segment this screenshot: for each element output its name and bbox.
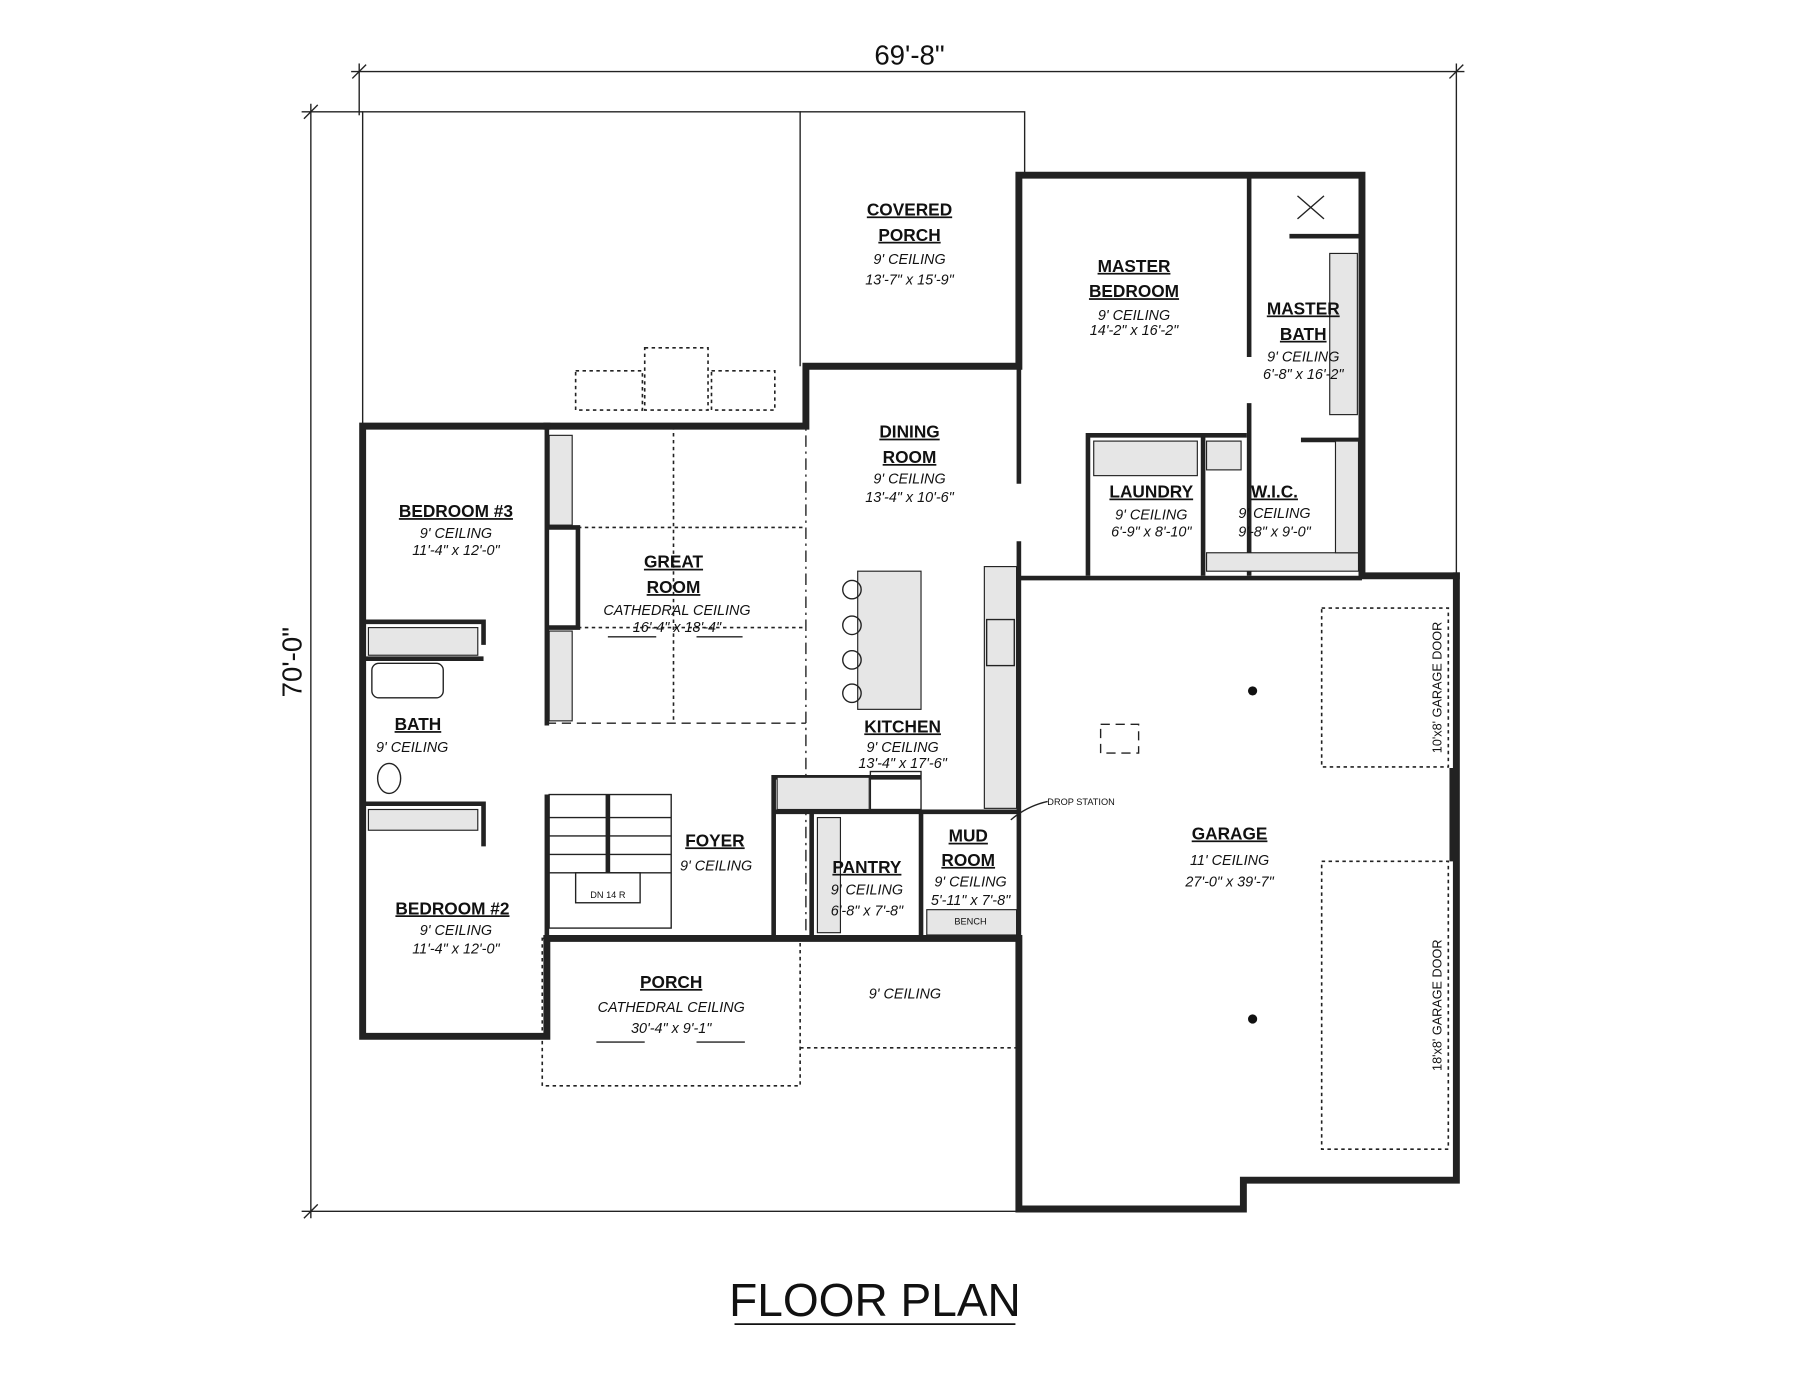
svg-text:BATH: BATH	[395, 714, 442, 734]
overall-width-dimension: 69'-8"	[874, 40, 944, 71]
svg-text:W.I.C.: W.I.C.	[1251, 482, 1298, 502]
svg-text:LAUNDRY: LAUNDRY	[1109, 482, 1193, 502]
svg-text:9' CEILING: 9' CEILING	[420, 526, 492, 542]
svg-text:CATHEDRAL CEILING: CATHEDRAL CEILING	[598, 1000, 745, 1016]
overall-depth-dimension: 70'-0"	[277, 627, 308, 697]
dimension-lines	[301, 63, 1465, 1219]
svg-text:GREAT: GREAT	[644, 552, 704, 572]
room-bath: BATH 9' CEILING	[376, 714, 448, 756]
svg-text:13'-4" x 17'-6": 13'-4" x 17'-6"	[858, 756, 947, 772]
svg-text:MASTER: MASTER	[1098, 256, 1171, 276]
svg-text:ROOM: ROOM	[941, 850, 995, 870]
svg-text:5'-11" x 7'-8": 5'-11" x 7'-8"	[931, 893, 1011, 909]
interior-walls	[362, 175, 1362, 939]
room-walk-in-closet: W.I.C. 9' CEILING 9'-8" x 9'-0"	[1238, 482, 1311, 541]
plan-title: FLOOR PLAN	[729, 1274, 1021, 1326]
outdoor-outlines	[361, 111, 1026, 1087]
svg-text:11'-4" x 12'-0": 11'-4" x 12'-0"	[412, 543, 500, 559]
svg-text:9' CEILING: 9' CEILING	[680, 859, 752, 875]
svg-text:6'-9" x 8'-10": 6'-9" x 8'-10"	[1111, 525, 1192, 541]
room-master-bath: MASTER BATH 9' CEILING 6'-8" x 16'-2"	[1263, 298, 1344, 382]
svg-text:13'-4" x 10'-6": 13'-4" x 10'-6"	[865, 490, 954, 506]
room-great-room: GREAT ROOM CATHEDRAL CEILING 16'-4" x 18…	[603, 552, 750, 636]
room-bedroom-2: BEDROOM #2 9' CEILING 11'-4" x 12'-0"	[395, 898, 509, 957]
svg-text:30'-4" x 9'-1": 30'-4" x 9'-1"	[631, 1021, 712, 1037]
svg-text:6'-8" x 16'-2": 6'-8" x 16'-2"	[1263, 367, 1344, 383]
bench-label: BENCH	[954, 917, 986, 927]
svg-text:14'-2" x 16'-2": 14'-2" x 16'-2"	[1090, 323, 1179, 339]
svg-text:BATH: BATH	[1280, 324, 1327, 344]
svg-text:9' CEILING: 9' CEILING	[420, 923, 492, 939]
front-area-ceiling: 9' CEILING	[869, 986, 941, 1002]
svg-text:9' CEILING: 9' CEILING	[866, 740, 938, 756]
room-master-bedroom: MASTER BEDROOM 9' CEILING 14'-2" x 16'-2…	[1089, 256, 1179, 339]
svg-text:13'-7" x 15'-9": 13'-7" x 15'-9"	[865, 273, 954, 289]
garage-door-large-label: 18'x8' GARAGE DOOR	[1430, 940, 1444, 1071]
ceiling-beams	[546, 426, 806, 724]
svg-text:9' CEILING: 9' CEILING	[831, 883, 903, 899]
svg-text:CATHEDRAL CEILING: CATHEDRAL CEILING	[603, 603, 750, 619]
svg-text:16'-4" x 18'-4": 16'-4" x 18'-4"	[633, 620, 722, 636]
drop-station-callout: DROP STATION	[1010, 797, 1115, 821]
room-mud-room: MUD ROOM 9' CEILING 5'-11" x 7'-8"	[931, 826, 1011, 909]
svg-text:9' CEILING: 9' CEILING	[934, 875, 1006, 891]
svg-text:ROOM: ROOM	[647, 577, 701, 597]
svg-text:ROOM: ROOM	[883, 447, 937, 467]
svg-text:PORCH: PORCH	[640, 972, 702, 992]
svg-text:9' CEILING: 9' CEILING	[1115, 507, 1187, 523]
svg-text:9' CEILING: 9' CEILING	[1098, 308, 1170, 324]
room-bedroom-3: BEDROOM #3 9' CEILING 11'-4" x 12'-0"	[399, 501, 513, 559]
svg-text:27'-0" x 39'-7": 27'-0" x 39'-7"	[1184, 875, 1274, 891]
svg-text:KITCHEN: KITCHEN	[864, 716, 941, 736]
stairs	[548, 793, 672, 929]
fixtures	[367, 195, 1450, 1150]
stairs-label: DN 14 R	[590, 890, 626, 900]
svg-text:BEDROOM: BEDROOM	[1089, 281, 1179, 301]
svg-text:FOYER: FOYER	[685, 830, 745, 850]
room-covered-porch: COVERED PORCH 9' CEILING 13'-7" x 15'-9"	[865, 199, 954, 288]
svg-text:COVERED: COVERED	[867, 199, 952, 219]
svg-text:DROP STATION: DROP STATION	[1047, 797, 1115, 807]
room-laundry: LAUNDRY 9' CEILING 6'-9" x 8'-10"	[1109, 482, 1193, 541]
svg-text:9' CEILING: 9' CEILING	[1238, 506, 1310, 522]
svg-text:BEDROOM #2: BEDROOM #2	[395, 898, 509, 918]
svg-text:11' CEILING: 11' CEILING	[1190, 853, 1269, 869]
room-dining-room: DINING ROOM 9' CEILING 13'-4" x 10'-6"	[865, 422, 954, 506]
svg-text:9' CEILING: 9' CEILING	[376, 740, 448, 756]
svg-text:9' CEILING: 9' CEILING	[873, 472, 945, 488]
svg-text:9' CEILING: 9' CEILING	[873, 252, 945, 268]
room-kitchen: KITCHEN 9' CEILING 13'-4" x 17'-6"	[858, 716, 947, 772]
room-foyer: FOYER 9' CEILING	[680, 830, 752, 874]
svg-text:6'-8" x 7'-8": 6'-8" x 7'-8"	[831, 903, 904, 919]
room-pantry: PANTRY 9' CEILING 6'-8" x 7'-8"	[831, 857, 904, 920]
room-garage: GARAGE 11' CEILING 27'-0" x 39'-7"	[1184, 823, 1274, 890]
svg-text:9'-8" x 9'-0": 9'-8" x 9'-0"	[1238, 525, 1311, 541]
room-porch: PORCH CATHEDRAL CEILING 30'-4" x 9'-1"	[596, 972, 745, 1043]
svg-text:9' CEILING: 9' CEILING	[1267, 350, 1339, 366]
svg-text:PANTRY: PANTRY	[832, 857, 901, 877]
garage-door-small-label: 10'x8' GARAGE DOOR	[1430, 622, 1444, 753]
svg-text:MASTER: MASTER	[1267, 298, 1340, 318]
svg-text:GARAGE: GARAGE	[1192, 823, 1268, 843]
svg-text:BEDROOM #3: BEDROOM #3	[399, 501, 513, 521]
svg-text:11'-4" x 12'-0": 11'-4" x 12'-0"	[412, 941, 500, 957]
svg-text:MUD: MUD	[949, 826, 988, 846]
svg-text:PORCH: PORCH	[878, 225, 940, 245]
svg-text:DINING: DINING	[879, 422, 939, 442]
